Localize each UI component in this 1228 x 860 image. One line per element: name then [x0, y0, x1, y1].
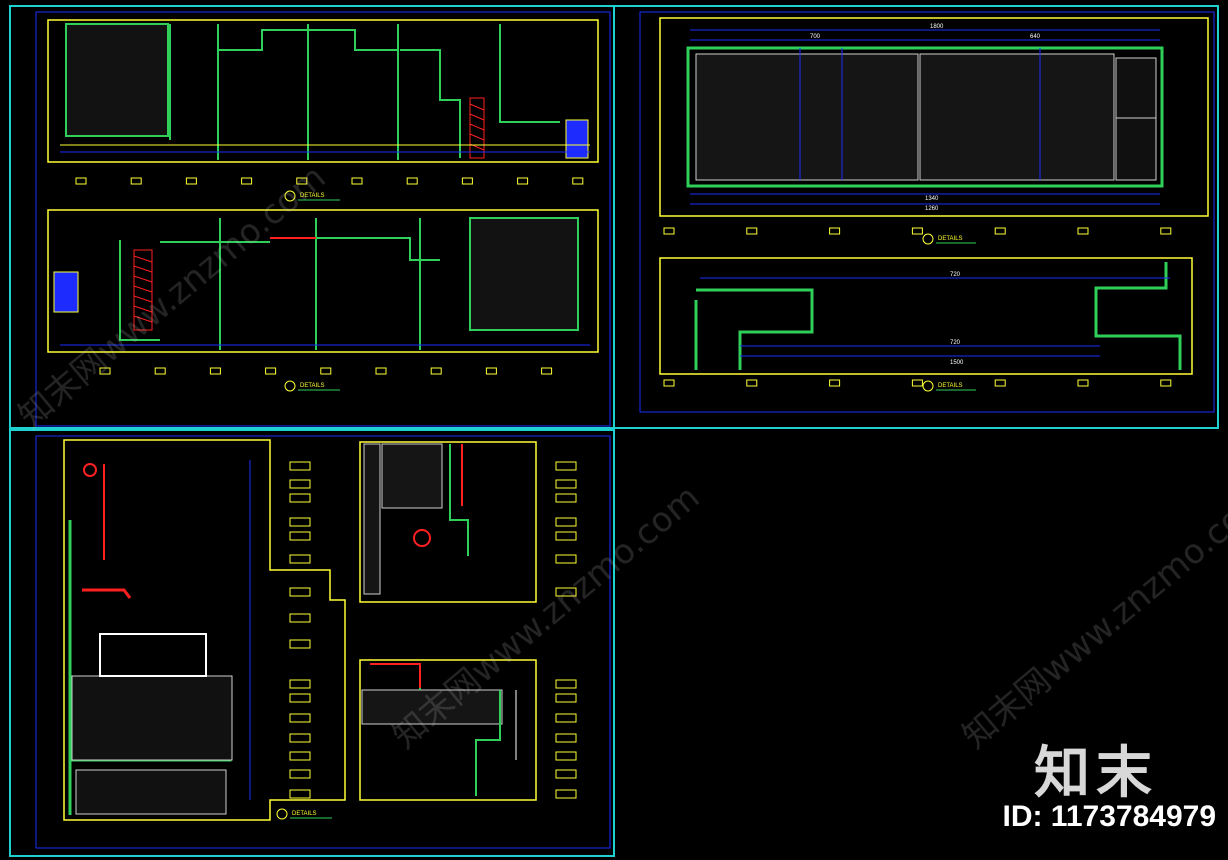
sheet1-elevation-top [47, 19, 599, 163]
sheet1-elevation-bottom [47, 209, 599, 353]
sheet3-detail-lower [359, 659, 537, 801]
detail-title-2[interactable]: DETAILS [284, 380, 340, 392]
sheet-border-3 [35, 435, 611, 849]
svg-text:DETAILS: DETAILS [938, 236, 963, 242]
detail-title-3[interactable]: DETAILS [922, 233, 976, 245]
sheet3-section-main [63, 439, 346, 821]
sheet-frame-2[interactable] [613, 5, 1219, 429]
detail-title-5[interactable]: DETAILS [276, 808, 332, 820]
dim-b: 640 [1030, 34, 1041, 40]
detail-title-4[interactable]: DETAILS [922, 380, 976, 392]
dim-f: 720 [950, 340, 961, 346]
sheet-frame-3[interactable] [9, 429, 615, 857]
detail-title-1[interactable]: DETAILS [284, 190, 340, 202]
sheet3-detail-upper [359, 441, 537, 603]
svg-text:DETAILS: DETAILS [292, 811, 317, 817]
svg-text:DETAILS: DETAILS [300, 383, 325, 389]
dim-c: 1340 [925, 196, 939, 202]
svg-text:DETAILS: DETAILS [938, 383, 963, 389]
dim-e: 720 [950, 272, 961, 278]
sheet-border-2 [639, 11, 1215, 413]
brand-logo-text: 知末 [1034, 741, 1158, 806]
image-id-label: ID: 1173784979 [1002, 800, 1216, 833]
svg-text:DETAILS: DETAILS [300, 193, 325, 199]
sheet2-plan-bottom: 720 720 1500 [659, 257, 1193, 375]
dim-total: 1800 [930, 24, 944, 30]
dimension-tags [75, 177, 1172, 799]
dim-a: 700 [810, 34, 821, 40]
dim-g: 1500 [950, 360, 964, 366]
sheet2-plan-top: 1800 700 640 1340 1260 [659, 17, 1209, 217]
sheet-border-1 [35, 11, 611, 427]
dim-d: 1260 [925, 206, 939, 212]
